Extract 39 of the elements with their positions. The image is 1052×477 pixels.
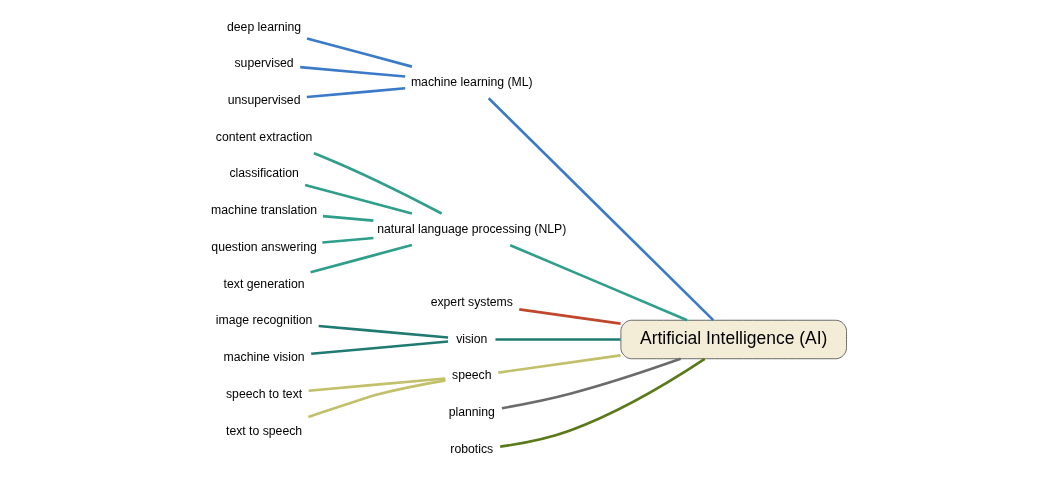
- node-text: robotics: [450, 441, 494, 456]
- node-text: expert systems: [430, 295, 513, 310]
- node-text: content extraction: [215, 129, 313, 144]
- node-text: speech: [452, 368, 492, 383]
- connector: [509, 244, 688, 322]
- node-text: planning: [448, 405, 495, 420]
- connector: [313, 152, 443, 215]
- connector: [306, 37, 413, 68]
- node-text: unsupervised: [227, 93, 301, 107]
- node-text: question answering: [211, 239, 317, 254]
- connector: [322, 236, 374, 244]
- connector: [322, 214, 374, 222]
- connector: [519, 308, 621, 325]
- node-text: text to speech: [226, 423, 303, 438]
- connector: [487, 97, 715, 322]
- connector: [318, 324, 449, 339]
- node-text: machine learning (ML): [410, 74, 533, 89]
- connector: [501, 357, 681, 410]
- node-text: text generation: [223, 276, 305, 291]
- node-text: natural language processing (NLP): [377, 221, 567, 236]
- node-text: machine translation: [211, 203, 318, 218]
- connector: [300, 65, 406, 78]
- node-text: classification: [229, 166, 299, 181]
- connector: [500, 357, 706, 448]
- connector: [498, 354, 621, 374]
- node-text: deep learning: [227, 19, 302, 34]
- connector: [307, 379, 446, 419]
- connector: [311, 340, 449, 356]
- connector: [495, 338, 621, 341]
- node-text: speech to text: [226, 386, 303, 401]
- connector: [310, 243, 413, 274]
- node-text: image recognition: [215, 313, 313, 328]
- connector: [304, 183, 413, 215]
- node-text: vision: [456, 331, 488, 346]
- node-text: supervised: [234, 56, 294, 71]
- node-box: Artificial Intelligence (AI): [620, 319, 847, 360]
- node-text: machine vision: [223, 350, 305, 365]
- connector: [306, 86, 406, 99]
- connector: [308, 377, 446, 392]
